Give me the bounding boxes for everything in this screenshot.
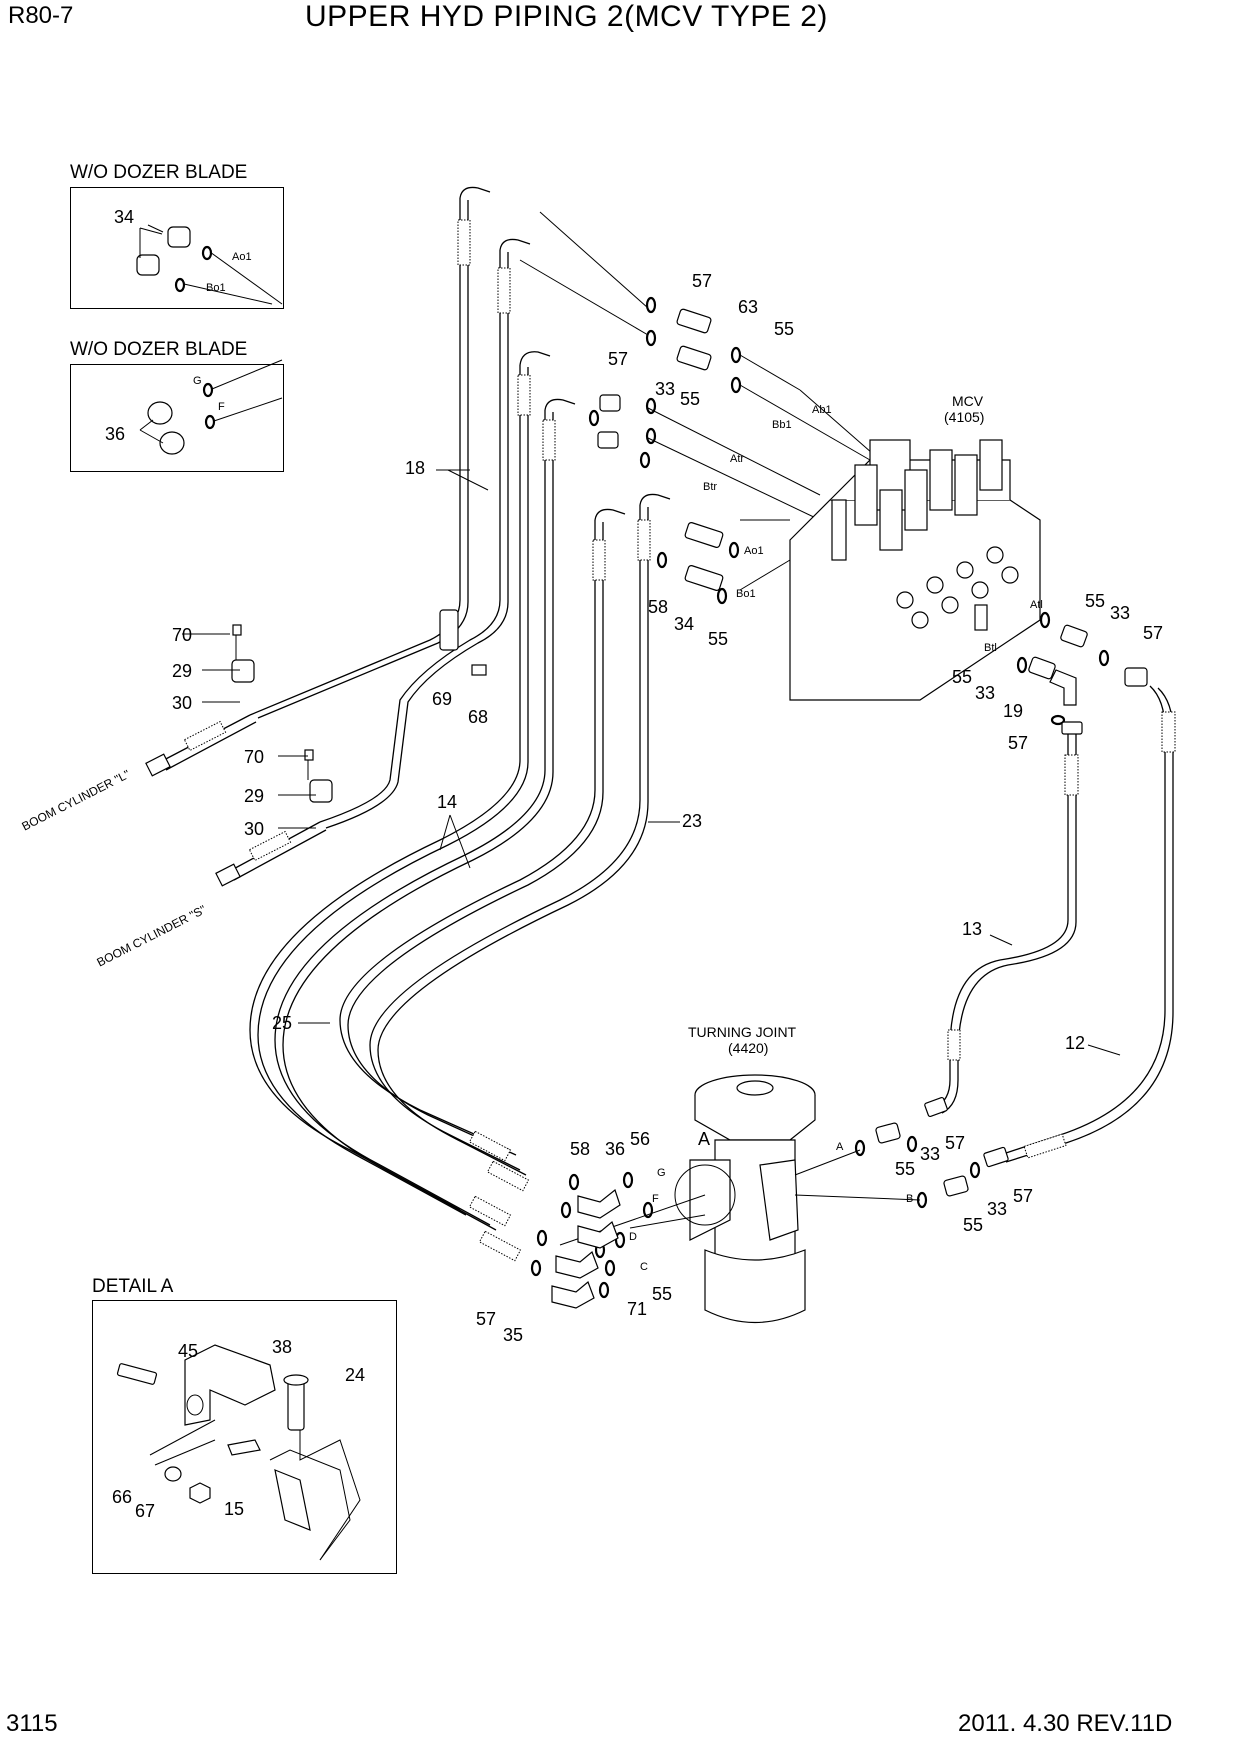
- callout-35: 35: [503, 1325, 524, 1345]
- callout-33: 33: [1110, 603, 1131, 623]
- callout-55: 55: [963, 1215, 984, 1235]
- callout-29: 29: [172, 661, 193, 681]
- port-btl: Btl: [984, 642, 997, 654]
- callout-57: 57: [476, 1309, 497, 1329]
- turning-joint-label: TURNING JOINT: [688, 1024, 797, 1040]
- port-bo1: Bo1: [736, 588, 756, 600]
- port-bb1: Bb1: [772, 419, 792, 431]
- callout-leaders: [147, 224, 1121, 1056]
- callout-33: 33: [655, 379, 676, 399]
- revision-date: 2011. 4.30 REV.11D: [958, 1710, 1173, 1737]
- inset-dozer2-parts: [139, 359, 283, 455]
- callout-23: 23: [682, 811, 703, 831]
- callout-33: 33: [987, 1199, 1008, 1219]
- mcv-code: (4105): [944, 409, 985, 425]
- port-atl: Atl: [1030, 599, 1043, 611]
- inset-dozer1-parts: [136, 226, 283, 305]
- callout-33: 33: [975, 683, 996, 703]
- page-number: 3115: [6, 1710, 58, 1737]
- tj-port-f: F: [652, 1193, 659, 1205]
- leader-lines-mcv: [519, 211, 881, 591]
- callout-57: 57: [1013, 1186, 1034, 1206]
- detail-callout-38: 38: [272, 1337, 293, 1357]
- callout-68: 68: [468, 707, 489, 727]
- inset-dozer1-box: [70, 187, 284, 309]
- callout-34: 34: [674, 614, 695, 634]
- callout-70: 70: [172, 625, 193, 645]
- callout-13: 13: [962, 919, 983, 939]
- callout-33: 33: [920, 1144, 941, 1164]
- mcv-label: MCV: [952, 393, 984, 409]
- port-ab1: Ab1: [812, 404, 832, 416]
- inset-dozer2-box: [70, 364, 284, 472]
- callout-63: 63: [738, 297, 759, 317]
- callout-57: 57: [945, 1133, 966, 1153]
- turning-joint-code: (4420): [728, 1040, 769, 1056]
- callout-57: 57: [608, 349, 629, 369]
- callout-25: 25: [272, 1013, 293, 1033]
- callout-55: 55: [1085, 591, 1106, 611]
- callout-69: 69: [432, 689, 453, 709]
- model-code: R80-7: [8, 2, 74, 29]
- turning-joint-fittings: [530, 1122, 981, 1309]
- callout-58: 58: [648, 597, 669, 617]
- detail-callout-15: 15: [224, 1499, 245, 1519]
- callout-58: 58: [570, 1139, 591, 1159]
- port-ao1: Ao1: [744, 545, 764, 557]
- port-atr: Atr: [730, 453, 745, 465]
- callout-56: 56: [630, 1129, 651, 1149]
- hose-13-12: [924, 685, 1176, 1168]
- detail-a-box: [92, 1300, 397, 1574]
- callout-12: 12: [1065, 1033, 1086, 1053]
- inset1-port-bo1: Bo1: [206, 282, 226, 294]
- detail-callout-67: 67: [135, 1501, 156, 1521]
- callout-55: 55: [952, 667, 973, 687]
- callout-57: 57: [1008, 733, 1029, 753]
- clamps: [231, 609, 487, 803]
- detail-a-title: DETAIL A: [92, 1276, 174, 1297]
- tj-port-c: C: [640, 1261, 648, 1273]
- callout-70: 70: [244, 747, 265, 767]
- callout-55: 55: [774, 319, 795, 339]
- callout-57: 57: [1143, 623, 1164, 643]
- tj-port-b: B: [906, 1193, 914, 1205]
- inset1-callout: 34: [114, 207, 135, 227]
- callout-14: 14: [437, 792, 458, 812]
- tj-port-a: A: [836, 1141, 844, 1153]
- callout-55: 55: [652, 1284, 673, 1304]
- inset2-port-g: G: [193, 375, 202, 387]
- mcv-valve-block: [789, 439, 1041, 701]
- callout-19: 19: [1003, 701, 1024, 721]
- inset2-port-f: F: [218, 401, 225, 413]
- detail-a-parts: [116, 1344, 361, 1561]
- callout-71: 71: [627, 1299, 648, 1319]
- callout-30: 30: [172, 693, 193, 713]
- detail-callout-24: 24: [345, 1365, 366, 1385]
- detail-callout-66: 66: [112, 1487, 133, 1507]
- port-btr: Btr: [703, 481, 718, 493]
- inset2-callout: 36: [105, 424, 126, 444]
- detail-callout-45: 45: [178, 1341, 199, 1361]
- callout-55: 55: [895, 1159, 916, 1179]
- turning-joint: [559, 1074, 921, 1323]
- callout-57: 57: [692, 271, 713, 291]
- callout-36: 36: [605, 1139, 626, 1159]
- boom-cylinder-fittings: [145, 714, 327, 887]
- callout-18: 18: [405, 458, 426, 478]
- hose-18-pair: [249, 186, 531, 829]
- tj-port-d: D: [629, 1231, 637, 1243]
- page-title: UPPER HYD PIPING 2(MCV TYPE 2): [305, 0, 828, 33]
- mcv-fittings: [588, 296, 1148, 726]
- callout-30: 30: [244, 819, 265, 839]
- inset1-port-ao1: Ao1: [232, 251, 252, 263]
- callout-55: 55: [708, 629, 729, 649]
- inset-dozer1-title: W/O DOZER BLADE: [70, 162, 248, 183]
- inset-dozer2-title: W/O DOZER BLADE: [70, 339, 248, 360]
- callout-29: 29: [244, 786, 265, 806]
- hose-bundle-to-turning-joint: [249, 351, 671, 1262]
- callout-55: 55: [680, 389, 701, 409]
- tj-port-g: G: [657, 1167, 666, 1179]
- view-marker-a: A: [698, 1129, 711, 1149]
